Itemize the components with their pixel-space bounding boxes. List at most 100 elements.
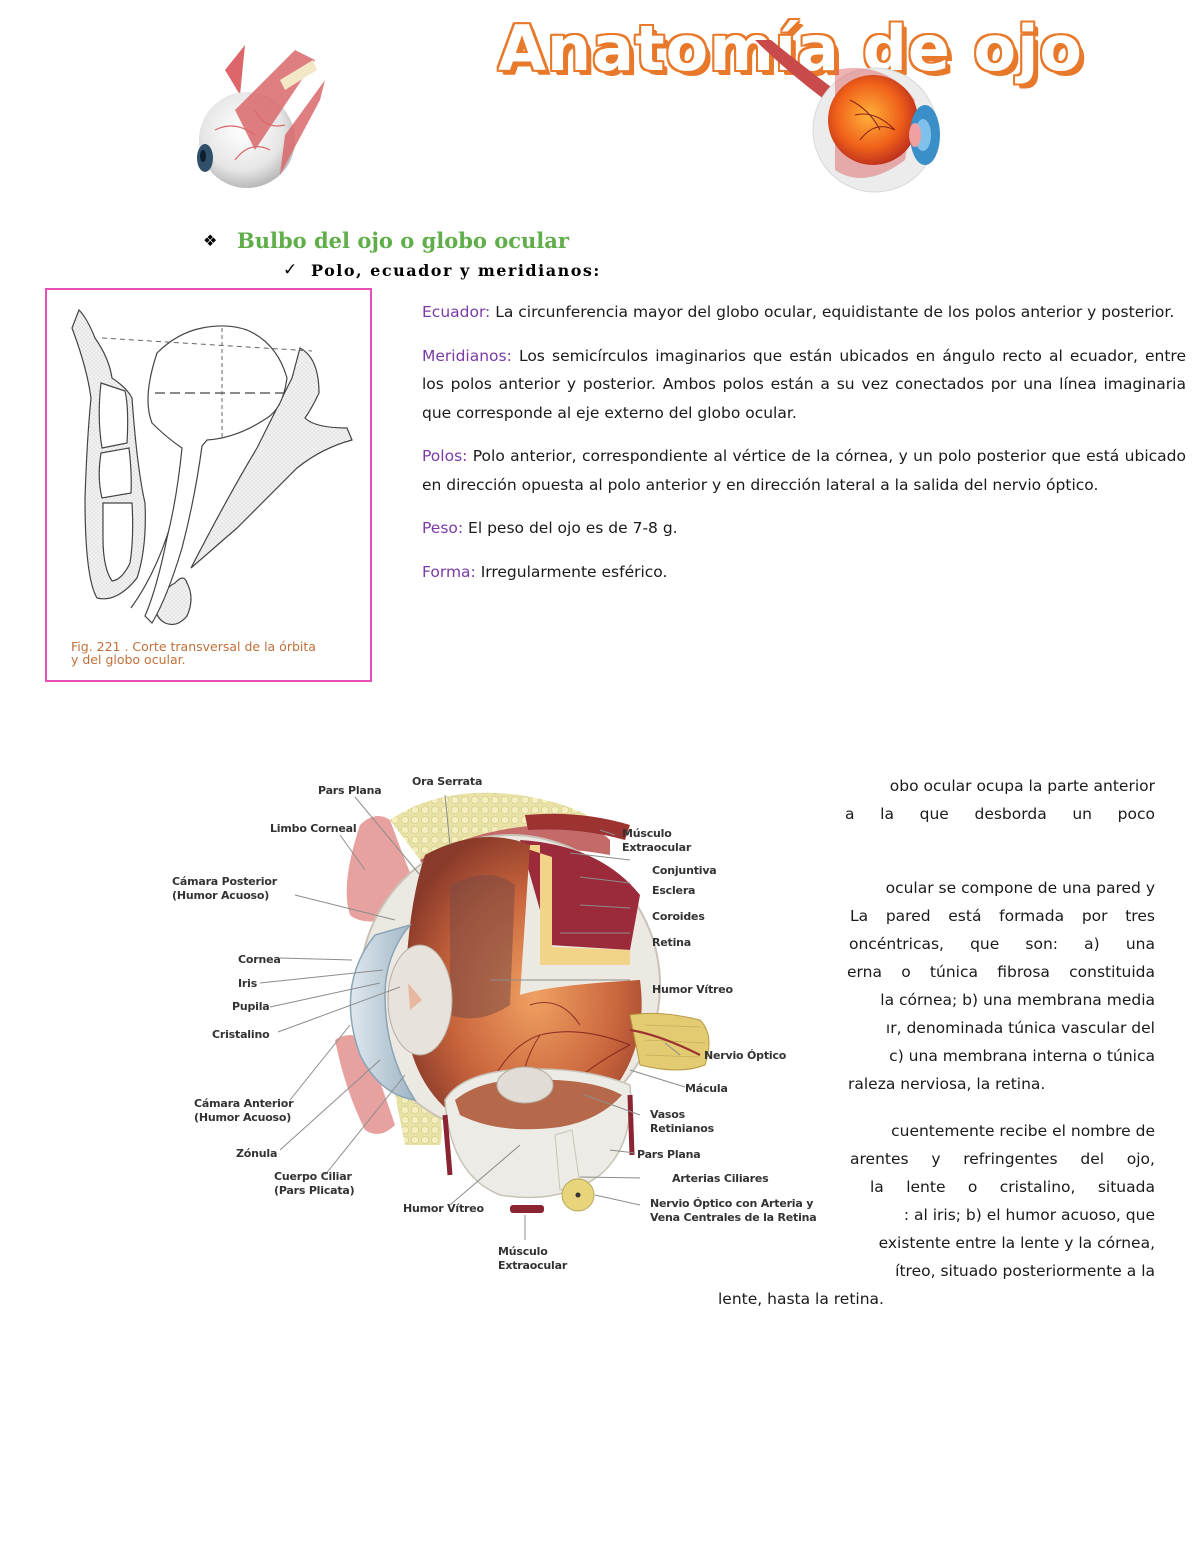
text-line: la córnea; b) una membrana media bbox=[880, 991, 1155, 1009]
definition-meridianos: Meridianos: Los semicírculos imaginarios… bbox=[422, 342, 1186, 428]
label-coroides: Coroides bbox=[652, 910, 705, 923]
diamond-bullet-icon: ❖ bbox=[203, 232, 218, 250]
word: a bbox=[845, 805, 855, 823]
label-esclera: Esclera bbox=[652, 884, 696, 897]
label-line: Músculo bbox=[622, 827, 672, 840]
label-line: Extraocular bbox=[498, 1259, 568, 1272]
word: formada bbox=[999, 907, 1065, 925]
word: cristalino, bbox=[999, 1178, 1076, 1196]
anatomy-description-column: obo ocular ocupa la parte anterior a la qu… bbox=[715, 772, 1155, 1332]
word: refringentes bbox=[963, 1150, 1058, 1168]
checkmark-icon: ✓ bbox=[283, 260, 298, 279]
label-cristalino: Cristalino bbox=[212, 1028, 270, 1041]
label-humor-vitreo-bottom: Humor Vítreo bbox=[403, 1202, 484, 1215]
section-heading-text: Bulbo del ojo o globo ocular bbox=[237, 228, 569, 253]
label-line: Cámara Posterior bbox=[172, 875, 277, 888]
left-eyeball-illustration bbox=[197, 45, 325, 188]
word: túnica bbox=[929, 963, 978, 981]
definition-text: Irregularmente esférico. bbox=[475, 562, 668, 581]
label-pars-plana-right: Pars Plana bbox=[637, 1148, 701, 1161]
label-limbo-corneal: Limbo Corneal bbox=[270, 822, 357, 835]
definition-forma: Forma: Irregularmente esférico. bbox=[422, 558, 1186, 587]
word: La bbox=[850, 907, 869, 925]
subheading-text: Polo, ecuador y meridianos: bbox=[311, 260, 601, 280]
word: que bbox=[970, 935, 1000, 953]
caption-line-1: Fig. 221 . Corte transversal de la órbit… bbox=[71, 639, 316, 654]
text-line: obo ocular ocupa la parte anterior bbox=[889, 777, 1155, 795]
label-line: Vena Centrales de la Retina bbox=[650, 1211, 817, 1224]
term-label: Forma: bbox=[422, 562, 476, 581]
label-line: Vasos bbox=[650, 1108, 685, 1121]
word: erna bbox=[847, 963, 882, 981]
word: y bbox=[931, 1150, 941, 1168]
term-label: Ecuador: bbox=[422, 303, 491, 321]
section-heading: ❖ Bulbo del ojo o globo ocular bbox=[203, 228, 569, 253]
text-line: ocular se compone de una pared y bbox=[885, 879, 1155, 897]
text-line: raleza nerviosa, la retina. bbox=[848, 1075, 1046, 1093]
word: poco bbox=[1117, 805, 1155, 823]
text-line: ítreo, situado posteriormente a la bbox=[895, 1262, 1155, 1280]
definition-text: Los semicírculos imaginarios que están u… bbox=[422, 346, 1186, 422]
label-retina: Retina bbox=[652, 936, 692, 949]
text-line: existente entre la lente y la córnea, bbox=[878, 1234, 1155, 1252]
label-humor-vitreo-right: Humor Vítreo bbox=[652, 983, 733, 996]
label-camara-posterior: Cámara Posterior (Humor Acuoso) bbox=[172, 875, 277, 903]
text-line: lente, hasta la retina. bbox=[718, 1290, 884, 1308]
text-line: : al iris; b) el humor acuoso, que bbox=[903, 1206, 1155, 1224]
label-conjuntiva: Conjuntiva bbox=[652, 864, 717, 877]
label-zonula: Zónula bbox=[236, 1147, 278, 1160]
word: por bbox=[1081, 907, 1108, 925]
word: a) bbox=[1084, 935, 1100, 953]
right-eyeball-cross-section-illustration bbox=[755, 40, 940, 193]
definition-text: El peso del ojo es de 7-8 g. bbox=[463, 519, 678, 537]
label-line: (Pars Plicata) bbox=[274, 1184, 355, 1197]
figure-caption: Fig. 221 . Corte transversal de la órbit… bbox=[71, 640, 361, 666]
caption-line-2: y del globo ocular. bbox=[71, 652, 186, 667]
word: oncéntricas, bbox=[849, 935, 944, 953]
text-line: c) una membrana interna o túnica bbox=[889, 1047, 1155, 1065]
term-label: Peso: bbox=[422, 519, 464, 537]
label-camara-anterior: Cámara Anterior (Humor Acuoso) bbox=[194, 1097, 294, 1125]
label-arterias-ciliares: Arterias Ciliares bbox=[672, 1172, 769, 1185]
word: la bbox=[870, 1178, 884, 1196]
label-musculo-extraocular-top: Músculo Extraocular bbox=[622, 827, 691, 855]
label-vasos-retinianos: Vasos Retinianos bbox=[650, 1108, 714, 1136]
label-line: Cuerpo Ciliar bbox=[274, 1170, 352, 1183]
label-line: Músculo bbox=[498, 1245, 548, 1258]
label-line: (Humor Acuoso) bbox=[172, 889, 270, 902]
word: que bbox=[919, 805, 949, 823]
word: constituida bbox=[1069, 963, 1155, 981]
word: fibrosa bbox=[997, 963, 1050, 981]
word: o bbox=[901, 963, 911, 981]
label-cornea: Cornea bbox=[238, 953, 281, 966]
label-pars-plana-top: Pars Plana bbox=[318, 784, 382, 797]
word: un bbox=[1072, 805, 1093, 823]
definition-ecuador: Ecuador: La circunferencia mayor del glo… bbox=[422, 298, 1186, 327]
label-line: Nervio Óptico con Arteria y bbox=[650, 1197, 814, 1210]
label-nervio-optico-arteria-vena: Nervio Óptico con Arteria y Vena Central… bbox=[650, 1197, 817, 1225]
word: desborda bbox=[974, 805, 1047, 823]
label-iris: Iris bbox=[238, 977, 258, 990]
label-pupila: Pupila bbox=[232, 1000, 270, 1013]
definition-peso: Peso: El peso del ojo es de 7-8 g. bbox=[422, 514, 1186, 543]
eye-cross-section-illustration bbox=[170, 775, 810, 1275]
label-musculo-extraocular-bottom: Músculo Extraocular bbox=[498, 1245, 567, 1273]
term-label: Meridianos: bbox=[422, 346, 512, 365]
text-line: cuentemente recibe el nombre de bbox=[891, 1122, 1155, 1140]
word: o bbox=[967, 1178, 978, 1196]
label-cuerpo-ciliar: Cuerpo Ciliar (Pars Plicata) bbox=[274, 1170, 355, 1198]
label-line: Cámara Anterior bbox=[194, 1097, 294, 1110]
definition-polos: Polos: Polo anterior, correspondiente al… bbox=[422, 442, 1186, 499]
text-line: ır, denominada túnica vascular del bbox=[885, 1019, 1155, 1037]
banner: Anatomía de ojo bbox=[180, 0, 1082, 200]
word: tres bbox=[1125, 907, 1155, 925]
subheading: ✓ Polo, ecuador y meridianos: bbox=[283, 260, 601, 280]
label-macula: Mácula bbox=[685, 1082, 728, 1095]
orbit-cross-section-drawing bbox=[71, 308, 353, 626]
